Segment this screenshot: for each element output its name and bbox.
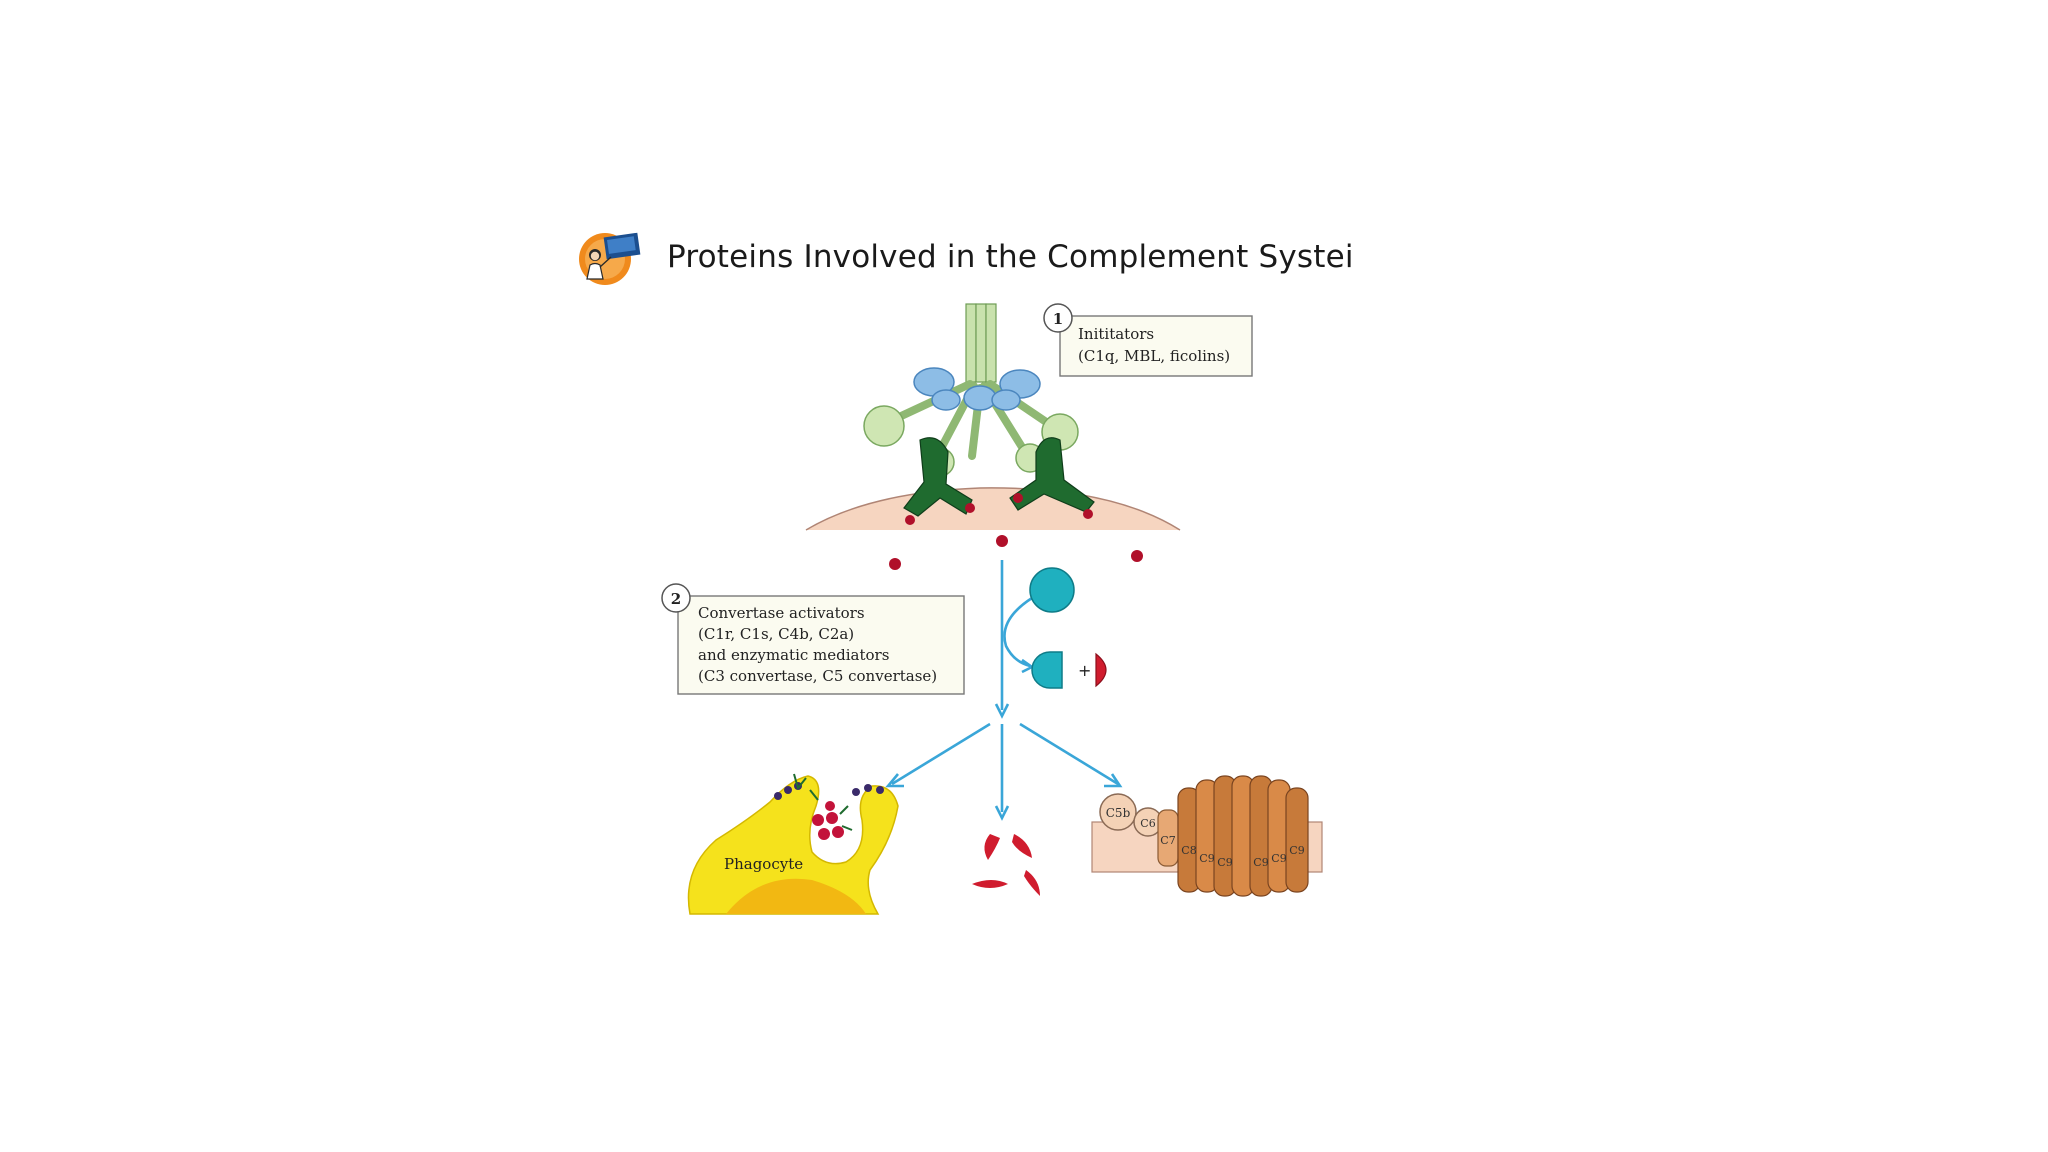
cell-surface xyxy=(806,487,1180,530)
c6-label: C6 xyxy=(1140,817,1155,830)
plus-sign: + xyxy=(1078,661,1091,680)
c3-cleavage: + xyxy=(1029,567,1107,689)
phagocyte-label: Phagocyte xyxy=(724,855,803,873)
c5b-label: C5b xyxy=(1106,806,1131,820)
step2-line1: Convertase activators xyxy=(698,604,865,622)
step1-number: 1 xyxy=(1053,310,1063,328)
step1-line1: Inititators xyxy=(1078,325,1154,343)
antigen-dots xyxy=(889,493,1143,570)
membrane-attack-complex: C5b C6 C7 C8 C9 C9 C9 C9 C9 xyxy=(1091,775,1323,897)
c9-label-b: C9 xyxy=(1217,856,1232,869)
anaphylatoxin-fragments xyxy=(972,834,1040,896)
step2-callout: 2 Convertase activators (C1r, C1s, C4b, … xyxy=(661,583,965,695)
antibody-left xyxy=(903,437,973,517)
c9-label-a: C9 xyxy=(1199,852,1214,865)
step1-line2: (C1q, MBL, ficolins) xyxy=(1078,347,1230,365)
title-row: Proteins Involved in the Complement Syst… xyxy=(575,225,1367,289)
c7-label: C7 xyxy=(1160,834,1175,847)
c9-label-e: C9 xyxy=(1289,844,1304,857)
step2-line3: and enzymatic mediators xyxy=(698,646,889,664)
c8-label: C8 xyxy=(1181,844,1196,857)
step1-callout: 1 Inititators (C1q, MBL, ficolins) xyxy=(1043,303,1253,377)
step2-line4: (C3 convertase, C5 convertase) xyxy=(698,667,937,685)
c9-label-c: C9 xyxy=(1253,856,1268,869)
phagocyte-cell: Phagocyte xyxy=(687,773,899,915)
c9-label-d: C9 xyxy=(1271,852,1286,865)
c1q-initiator-complex xyxy=(863,303,1079,477)
slide-title: Proteins Involved in the Complement Syst… xyxy=(667,239,1354,275)
step2-line2: (C1r, C1s, C4b, C2a) xyxy=(698,625,854,643)
presenter-logo-icon xyxy=(579,232,641,285)
step2-number: 2 xyxy=(671,590,681,608)
